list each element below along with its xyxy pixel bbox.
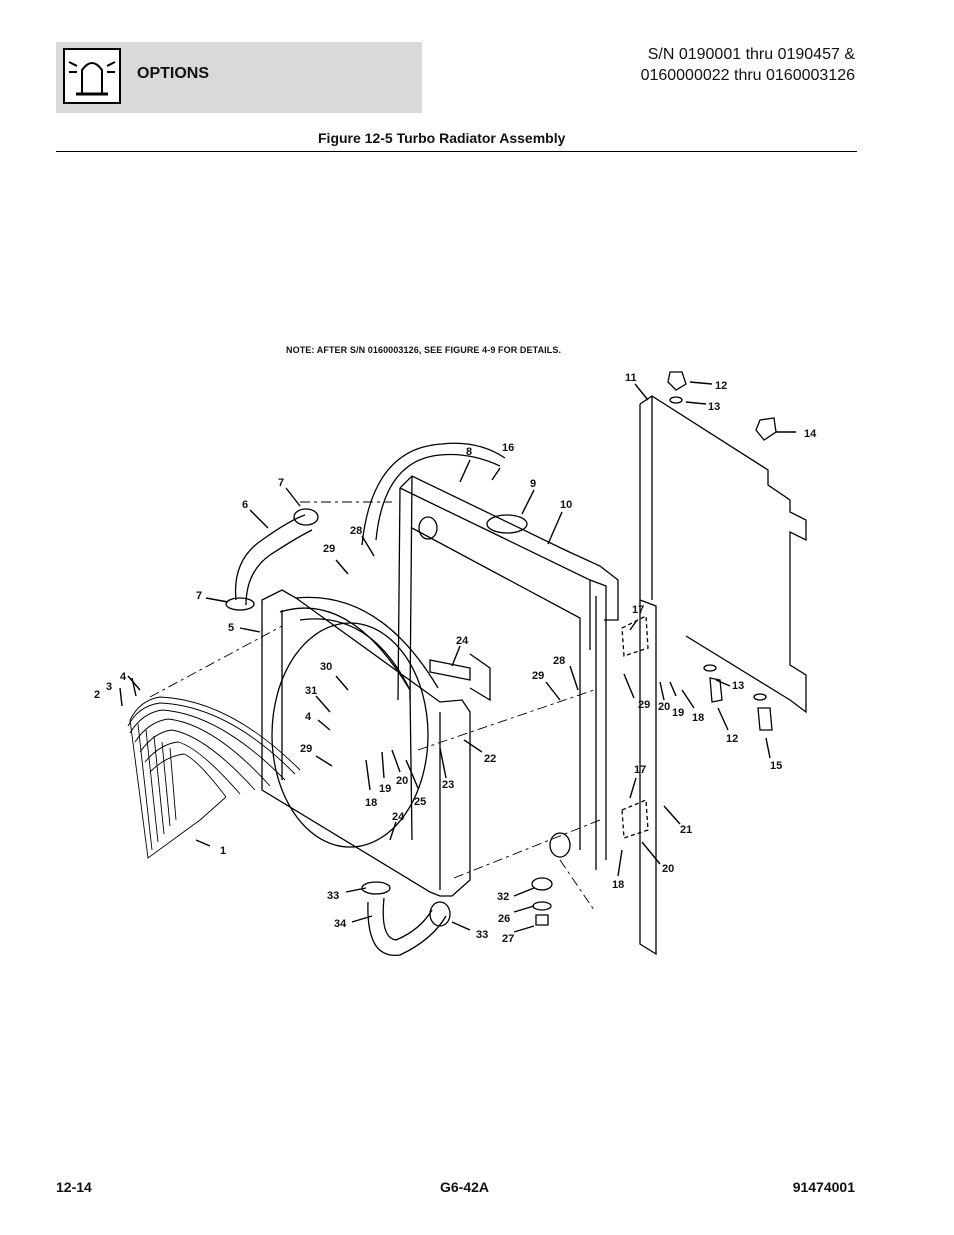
section-title: OPTIONS <box>137 65 210 82</box>
callout-28a: 28 <box>350 525 362 537</box>
callout-22: 22 <box>484 753 496 765</box>
callout-9: 9 <box>530 478 536 490</box>
callout-19a: 19 <box>379 783 391 795</box>
callout-29b: 29 <box>532 670 544 682</box>
callout-20c: 20 <box>662 863 674 875</box>
callout-17a: 17 <box>632 604 644 616</box>
callout-6: 6 <box>242 499 248 511</box>
beacon-light-icon <box>63 48 121 104</box>
callout-26: 26 <box>498 913 510 925</box>
callout-34: 34 <box>334 918 347 930</box>
callout-7b: 7 <box>196 590 202 602</box>
callout-29a: 29 <box>323 543 335 555</box>
callout-14: 14 <box>804 428 817 440</box>
callout-17b: 17 <box>634 764 646 776</box>
document-number: 91474001 <box>792 1179 855 1195</box>
header-divider <box>56 151 857 152</box>
callout-13a: 13 <box>708 401 720 413</box>
callout-33a: 33 <box>327 890 339 902</box>
diagram-linework <box>127 371 807 957</box>
callout-20a: 20 <box>396 775 408 787</box>
callout-18a: 18 <box>365 797 377 809</box>
serial-range: S/N 0190001 thru 0190457 & 0160000022 th… <box>641 44 855 86</box>
callout-18b: 18 <box>612 879 624 891</box>
callout-21: 21 <box>680 824 692 836</box>
callout-11: 11 <box>625 372 637 384</box>
callout-31: 31 <box>305 685 317 697</box>
callout-12a: 12 <box>715 380 727 392</box>
callout-30: 30 <box>320 661 332 673</box>
callout-7a: 7 <box>278 477 284 489</box>
callout-29c: 29 <box>638 699 650 711</box>
leader-lines <box>119 381 796 933</box>
callout-23: 23 <box>442 779 454 791</box>
callout-15: 15 <box>770 760 782 772</box>
callout-28b: 28 <box>553 655 565 667</box>
callout-2: 2 <box>94 689 100 701</box>
callout-33b: 33 <box>476 929 488 941</box>
figure-title: Figure 12-5 Turbo Radiator Assembly <box>318 130 566 146</box>
serial-line-1: S/N 0190001 thru 0190457 & <box>647 46 855 63</box>
callout-12b: 12 <box>726 733 738 745</box>
serial-line-2: 0160000022 thru 0160003126 <box>640 67 855 84</box>
callout-32: 32 <box>497 891 509 903</box>
callout-8: 8 <box>466 446 472 458</box>
callout-1: 1 <box>220 845 226 857</box>
callout-18c: 18 <box>692 712 704 724</box>
callout-24b: 24 <box>392 811 405 823</box>
callout-10: 10 <box>560 499 572 511</box>
callout-3: 3 <box>106 681 112 693</box>
callout-4: 4 <box>120 671 127 683</box>
callout-25: 25 <box>414 796 426 808</box>
callout-16: 16 <box>502 442 514 454</box>
callout-4b: 4 <box>305 711 312 723</box>
figure-note: NOTE: AFTER S/N 0160003126, SEE FIGURE 4… <box>286 345 562 355</box>
callout-19b: 19 <box>672 707 684 719</box>
callout-labels: 1 2 3 4 5 6 7 7 8 9 10 11 12 12 13 13 14… <box>94 372 817 945</box>
callout-24a: 24 <box>456 635 469 647</box>
callout-5: 5 <box>228 622 234 634</box>
callout-29d: 29 <box>300 743 312 755</box>
callout-13b: 13 <box>732 680 744 692</box>
page-number: 12-14 <box>56 1179 92 1195</box>
model-number: G6-42A <box>440 1179 490 1195</box>
callout-20b: 20 <box>658 701 670 713</box>
callout-27: 27 <box>502 933 514 945</box>
